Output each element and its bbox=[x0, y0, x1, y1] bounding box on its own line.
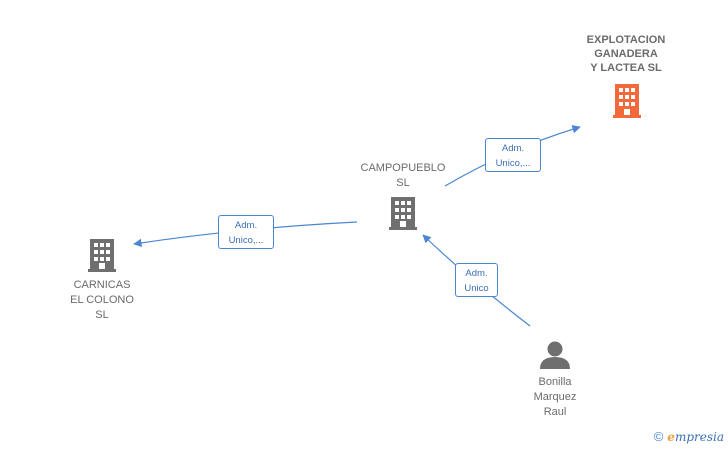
brand-logo-e: e bbox=[667, 429, 675, 444]
node-label-line: EL COLONO bbox=[70, 294, 134, 306]
edge-label-line: Unico bbox=[464, 283, 489, 294]
person-icon[interactable] bbox=[540, 341, 570, 370]
empresia-watermark[interactable]: © empresia bbox=[654, 429, 724, 444]
edge-label-campopueblo-explotacion[interactable]: Adm. Unico,... bbox=[485, 138, 541, 172]
node-label-bonilla[interactable]: Bonilla Marquez Raul bbox=[495, 375, 615, 420]
node-label-line: Y LACTEA SL bbox=[590, 62, 662, 74]
node-label-line: GANADERA bbox=[594, 48, 658, 60]
node-label-explotacion[interactable]: EXPLOTACION GANADERA Y LACTEA SL bbox=[566, 33, 686, 75]
node-label-line: Raul bbox=[543, 406, 567, 418]
edge-label-line: Adm. bbox=[234, 220, 258, 231]
node-label-line: SL bbox=[95, 309, 109, 321]
edge-label-line: Unico,... bbox=[495, 158, 531, 169]
node-label-line: EXPLOTACION bbox=[586, 34, 666, 46]
node-label-line: Marquez bbox=[533, 391, 577, 403]
node-label-campopueblo[interactable]: CAMPOPUEBLO SL bbox=[343, 161, 463, 191]
node-label-line: CARNICAS bbox=[73, 279, 131, 291]
building-icon[interactable] bbox=[88, 239, 116, 272]
brand-logo-text: mpresia bbox=[674, 429, 724, 444]
edge-label-line: Unico,... bbox=[228, 235, 264, 246]
building-icon[interactable] bbox=[389, 197, 417, 230]
node-label-line: Bonilla bbox=[538, 376, 572, 388]
node-label-line: SL bbox=[396, 177, 410, 189]
edge-label-bonilla-campopueblo[interactable]: Adm. Unico bbox=[455, 263, 498, 297]
brand-logo: empresia bbox=[667, 430, 724, 444]
edge-label-campopueblo-carnicas[interactable]: Adm. Unico,... bbox=[218, 215, 274, 249]
edge-label-line: Adm. bbox=[501, 143, 525, 154]
copyright-icon: © bbox=[653, 429, 664, 444]
building-icon[interactable] bbox=[613, 84, 641, 118]
edge-label-line: Adm. bbox=[465, 268, 488, 279]
node-label-carnicas[interactable]: CARNICAS EL COLONO SL bbox=[42, 278, 162, 323]
node-label-line: CAMPOPUEBLO bbox=[360, 162, 446, 174]
